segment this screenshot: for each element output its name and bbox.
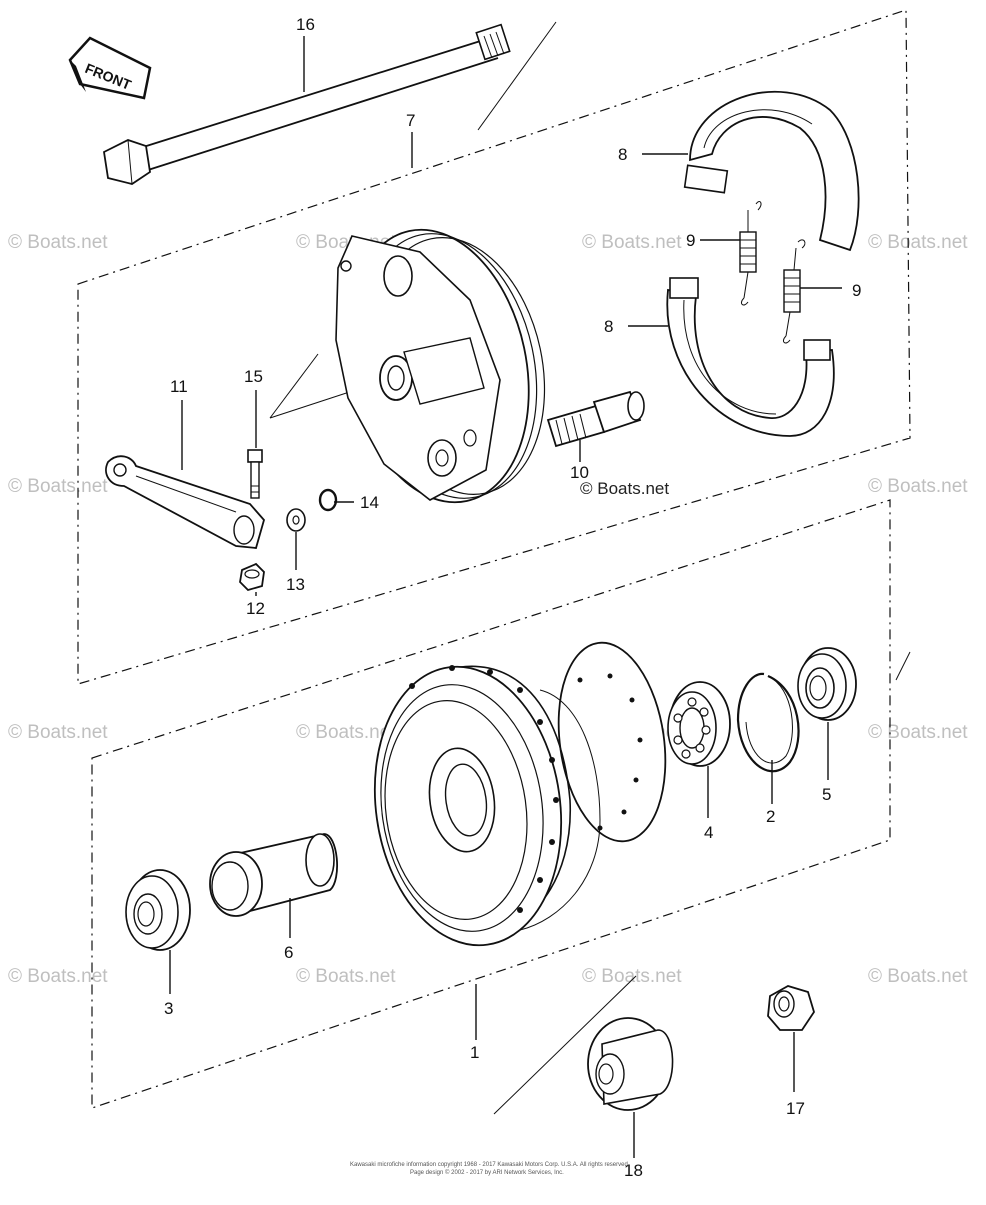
brake-lever-part-11 [105, 455, 265, 549]
callout-13: 13 [286, 575, 305, 594]
watermark-text: © Boats.net [868, 476, 968, 497]
callout-8-lower: 8 [604, 317, 613, 336]
callout-11: 11 [170, 377, 188, 396]
callout-6: 6 [284, 943, 293, 962]
bearing-part-3 [125, 869, 191, 951]
callout-labels: 16 7 8 9 9 8 10 11 15 14 13 12 4 2 5 6 3… [164, 15, 861, 1180]
brake-panel-group-outline [77, 9, 911, 685]
callout-18: 18 [624, 1161, 643, 1180]
watermark-text: © Boats.net [8, 232, 108, 253]
spring-part-9-upper [739, 201, 762, 306]
watermark-text: © Boats.net [8, 476, 108, 497]
callout-9-lower: 9 [852, 281, 861, 300]
callout-5: 5 [822, 785, 831, 804]
callout-3: 3 [164, 999, 173, 1018]
brake-panel-part-7 [335, 228, 546, 504]
watermark-text: © Boats.net [8, 722, 108, 743]
watermark-text: © Boats.net [296, 966, 396, 987]
washer-part-13 [286, 508, 306, 532]
callout-7: 7 [406, 111, 415, 130]
callout-12: 12 [246, 599, 265, 618]
watermark-text: © Boats.net [296, 722, 396, 743]
hub-group-outline [91, 499, 891, 1109]
callout-10: 10 [570, 463, 589, 482]
spacer-part-6 [209, 833, 338, 917]
wheel-hub-part-1 [373, 641, 667, 947]
copyright-line-1: Kawasaki microfiche information copyrigh… [350, 1162, 630, 1168]
callout-2: 2 [766, 807, 775, 826]
callout-leaders [169, 36, 842, 1158]
bearing-part-4 [667, 681, 731, 767]
brake-camshaft-part-10 [546, 390, 645, 448]
callout-15: 15 [244, 367, 263, 386]
brake-shoe-upper-part-8 [683, 90, 860, 252]
callout-8-upper: 8 [618, 145, 627, 164]
callout-1: 1 [470, 1043, 479, 1062]
front-arrow-badge: FRONT [68, 36, 152, 100]
leader-axle-group [477, 21, 557, 131]
spring-part-9-lower [783, 239, 806, 344]
group-outlines [77, 9, 911, 1115]
grease-seal-part-5 [797, 647, 857, 721]
inline-watermark: © Boats.net [580, 479, 669, 498]
leader-panel-group [269, 353, 319, 419]
callout-9-upper: 9 [686, 231, 695, 250]
watermark-text: © Boats.net [582, 966, 682, 987]
callout-14: 14 [360, 493, 379, 512]
callout-4: 4 [704, 823, 713, 842]
watermark-text: © Boats.net [868, 966, 968, 987]
copyright-footer: Kawasaki microfiche information copyrigh… [350, 1162, 630, 1176]
axle-part-16 [103, 23, 511, 185]
copyright-line-2: Page design © 2002 - 2017 by ARI Network… [410, 1169, 564, 1176]
callout-17: 17 [786, 1099, 805, 1118]
watermark-text: © Boats.net [582, 232, 682, 253]
o-ring-part-14 [318, 488, 338, 512]
circlip-part-2 [736, 672, 800, 773]
bolt-part-15 [247, 449, 263, 499]
brake-shoe-lower-part-8 [666, 277, 835, 437]
collar-part-18 [587, 1017, 674, 1111]
axle-nut-part-17 [767, 985, 815, 1031]
leader-seal-group [895, 651, 911, 681]
watermark-text: © Boats.net [8, 966, 108, 987]
watermark-text: © Boats.net [868, 722, 968, 743]
watermark-text: © Boats.net [868, 232, 968, 253]
callout-16: 16 [296, 15, 315, 34]
leader-flange-group [493, 975, 637, 1115]
nut-part-12 [239, 562, 265, 592]
